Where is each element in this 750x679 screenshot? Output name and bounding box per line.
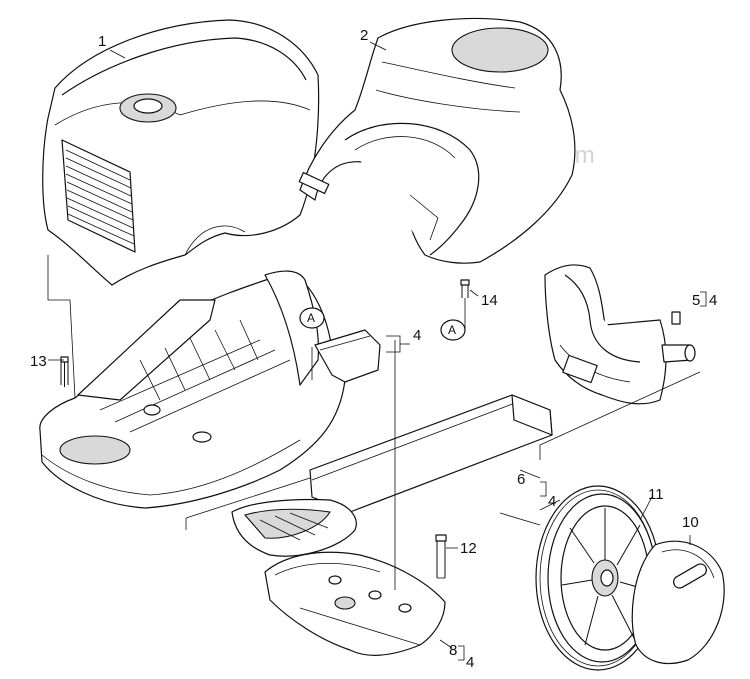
part-13-screw [60, 356, 69, 387]
part-8-bottom-tray [264, 551, 446, 656]
callout-1: 1 [98, 33, 106, 50]
callout-5: 5 [692, 292, 700, 309]
callout-4-tray: 4 [466, 654, 474, 671]
part-10-hubcap [631, 540, 725, 665]
callout-2: 2 [360, 27, 368, 44]
part-5-axle-bracket [544, 264, 696, 405]
part-12-screw [435, 534, 447, 579]
callout-13: 13 [30, 353, 47, 370]
part-1-hood-cover [42, 19, 320, 286]
callout-4-bracket: 4 [709, 292, 717, 309]
callout-12: 12 [460, 540, 477, 557]
main-base-chassis [39, 270, 381, 509]
assembly-lines [47, 41, 707, 661]
callout-14: 14 [481, 292, 498, 309]
part-11-wheel [535, 485, 661, 671]
base-ribs [139, 319, 259, 401]
callout-4-base: 4 [413, 327, 421, 344]
callout-10: 10 [682, 514, 699, 531]
part-14-screw [460, 279, 470, 298]
callout-8: 8 [449, 642, 457, 659]
callout-6: 6 [517, 471, 525, 488]
callout-11: 11 [648, 486, 664, 503]
part-6-long-bar [309, 394, 553, 513]
callout-4-bar: 4 [548, 493, 556, 510]
grille-slots [65, 149, 135, 245]
reference-a-right-label: A [448, 323, 456, 337]
part-2-rear-shroud [298, 17, 576, 264]
reference-a-right: A [440, 319, 466, 341]
reference-a-left-label: A [307, 311, 315, 325]
reference-a-left: A [299, 307, 325, 329]
front-handle-housing [231, 498, 357, 557]
